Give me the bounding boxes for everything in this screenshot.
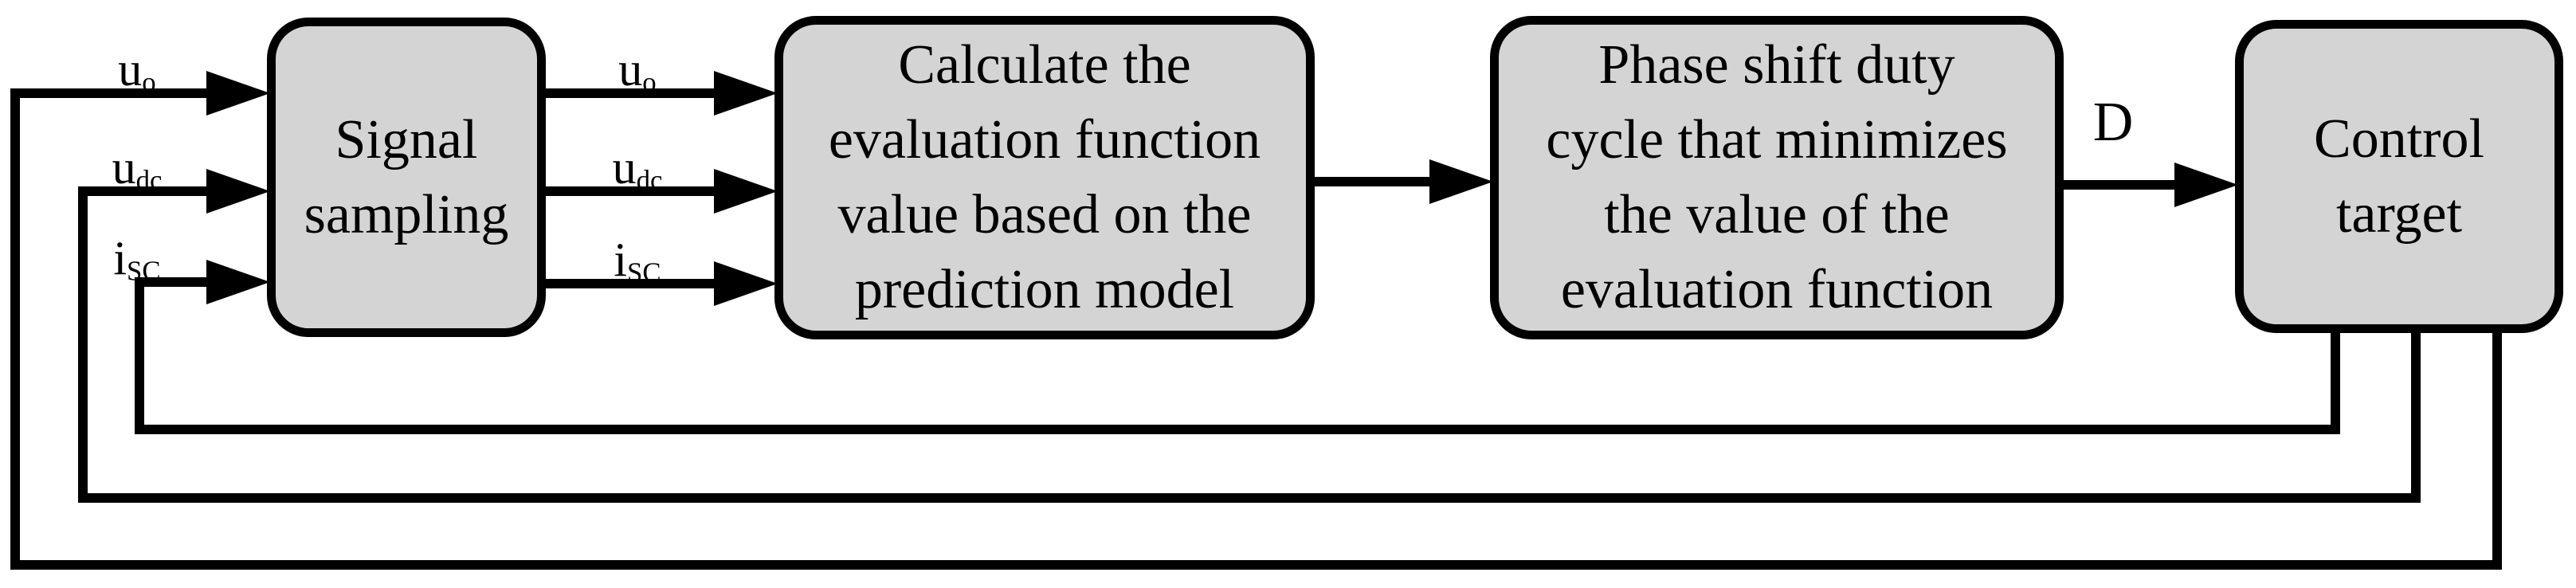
- udc-sampled-label: udc: [612, 141, 663, 196]
- uo-input-arrowhead: [206, 71, 270, 116]
- isc-input-arrowhead: [206, 260, 270, 304]
- udc-feedback-subscript: dc: [135, 164, 163, 196]
- udc-sampled-subscript: dc: [636, 164, 663, 196]
- udc-feedback-line: [78, 186, 2421, 503]
- uo-feedback-subscript: o: [142, 66, 156, 98]
- udc-sampled-arrowhead: [714, 169, 778, 214]
- udc-feedback-label: udc: [112, 141, 163, 196]
- isc-sampled-subscript: SC: [627, 257, 661, 288]
- uo-sampled-label: uo: [618, 43, 657, 98]
- isc-feedback-subscript: SC: [127, 255, 161, 287]
- control-target-input-arrowhead: [2174, 163, 2238, 207]
- uo-feedback-line: [10, 88, 2502, 570]
- isc-sampled-arrowhead: [714, 261, 778, 306]
- duty-cycle-label: D: [2092, 92, 2134, 153]
- uo-sampled-subscript: o: [642, 66, 657, 98]
- uo-feedback-label: uo: [118, 43, 156, 98]
- isc-sampled-label: iSC: [614, 233, 661, 288]
- minimize-input-arrowhead: [1429, 159, 1493, 204]
- isc-feedback-line: [135, 277, 2340, 434]
- udc-input-arrowhead: [206, 169, 270, 214]
- uo-sampled-arrowhead: [714, 71, 778, 116]
- isc-feedback-label: iSC: [113, 232, 161, 287]
